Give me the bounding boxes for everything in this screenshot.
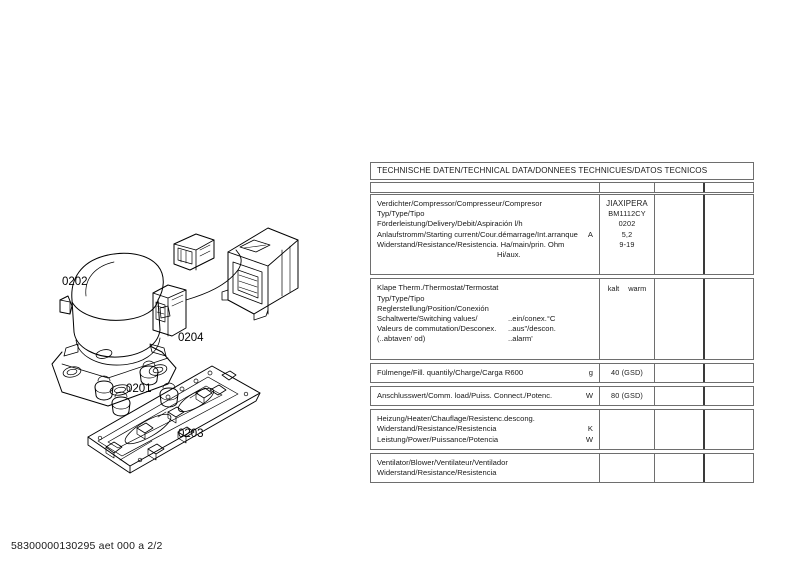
- blower-col-last: [705, 454, 753, 482]
- relay-plug-drawing: [173, 233, 215, 271]
- compressor-values: JIAXIPERA BM1112CY 0202 5,2 9-19: [600, 195, 655, 275]
- table-header-strip: [370, 182, 754, 193]
- table-title-block: TECHNISCHE DATEN/TECHNICAL DATA/DONNEES …: [370, 162, 754, 180]
- connected-load-description: Anschlusswert/Comm. load/Puiss. Connect.…: [371, 387, 600, 406]
- thermostat-switch-off: ..aus"/descon.: [508, 324, 556, 334]
- part-label-0201: 0201: [126, 383, 152, 395]
- parts-drawing-svg: 0202 0201 0204 0203: [51, 227, 299, 474]
- heater-col-last: [705, 410, 753, 449]
- compressor-line-5: Widerstand/Resistance/Resistencia. Ha/ma…: [377, 239, 565, 249]
- connected-load-value-cell: 80 (GSD): [600, 387, 655, 406]
- thermostat-switch-on: ..ein/conex.°C: [508, 314, 556, 324]
- heater-line-3-unit: W: [585, 434, 593, 444]
- compressor-aux-text: Hi/aux.: [497, 250, 521, 260]
- thermostat-line-2: Typ/Type/Tipo: [377, 293, 425, 303]
- fill-quantity-value-cell: 40 (GSD): [600, 363, 655, 383]
- header-strip-desc: [371, 183, 600, 192]
- compressor-description: Verdichter/Compressor/Compresseur/Compre…: [371, 195, 600, 275]
- blower-col-mid: [655, 453, 705, 483]
- exploded-parts-diagram: 0202 0201 0204 0203: [0, 0, 360, 520]
- fill-quantity-value: 40 (GSD): [610, 367, 644, 377]
- compressor-col-mid: [655, 195, 705, 275]
- starter-cover-drawing: [221, 227, 299, 321]
- header-strip-last: [705, 183, 753, 192]
- thermostat-values: kalt warm: [600, 279, 655, 359]
- document-footer-id: 58300000130295 aet 000 a 2/2: [11, 540, 163, 552]
- technical-data-table: TECHNISCHE DATEN/TECHNICAL DATA/DONNEES …: [370, 162, 754, 486]
- compressor-part-drawing: [51, 252, 177, 407]
- blower-line-1: Ventilator/Blower/Ventilateur/Ventilador: [377, 457, 508, 467]
- compressor-line-1: Verdichter/Compressor/Compresseur/Compre…: [377, 199, 543, 208]
- connected-load-unit: W: [585, 391, 593, 401]
- part-label-0203: 0203: [178, 428, 204, 440]
- thermostat-line-5: Valeurs de commutation/Desconex. ..aus"/…: [377, 324, 595, 334]
- fill-quantity-line: Fülmenge/Fill. quantily/Charge/Carga R60…: [377, 368, 595, 378]
- row-connected-load: Anschlusswert/Comm. load/Puiss. Connect.…: [370, 386, 754, 407]
- thermostat-spacer: [377, 345, 595, 355]
- thermostat-value-pair: kalt warm: [602, 284, 652, 294]
- thermostat-line-4-text: Schaltwerte/Switching values/: [377, 314, 478, 324]
- compressor-line-4-unit: A: [587, 229, 593, 239]
- row-thermostat: Klape Therm./Thermostat/Termostat Typ/Ty…: [370, 278, 754, 360]
- heater-col-mid: [655, 410, 705, 449]
- blower-value-cell: [600, 453, 655, 483]
- fill-quantity-unit: g: [588, 367, 593, 377]
- thermostat-line-4: Schaltwerte/Switching values/ ..ein/cone…: [377, 314, 595, 324]
- compressor-line-3: Förderleistung/Delivery/Debit/Aspiración…: [377, 219, 523, 229]
- thermostat-line-3: Reglerstellung/Position/Conexión: [377, 303, 489, 313]
- mounting-rail-drawing: [87, 365, 261, 474]
- connected-load-col-last: [705, 387, 753, 405]
- compressor-value-brand: JIAXIPERA: [606, 199, 648, 208]
- thermostat-col-last: [705, 279, 753, 358]
- thermostat-value-warm: warm: [628, 284, 647, 294]
- header-strip-value: [600, 183, 655, 192]
- compressor-value-type: BM1112CY: [608, 209, 646, 219]
- connected-load-label: Anschlusswert/Comm. load/Puiss. Connect.…: [377, 391, 553, 401]
- compressor-line-2: Typ/Type/Tipo: [377, 209, 425, 219]
- compressor-value-delivery: 0202: [618, 219, 636, 229]
- compressor-line-4-text: Anlaufstromm/Starting current/Cour.démar…: [377, 229, 578, 239]
- part-label-0202: 0202: [62, 276, 88, 288]
- thermostat-value-cold: kalt: [607, 284, 620, 294]
- compressor-line-4: Anlaufstromm/Starting current/Cour.démar…: [377, 230, 595, 240]
- thermostat-description: Klape Therm./Thermostat/Termostat Typ/Ty…: [371, 279, 600, 359]
- compressor-value-current: 5,2: [621, 229, 633, 239]
- connected-load-col-mid: [655, 387, 705, 406]
- blower-line-2: Widerstand/Resistance/Resistencia: [377, 468, 497, 478]
- fill-quantity-label: Fülmenge/Fill. quantily/Charge/Carga R60…: [377, 367, 524, 377]
- thermostat-switch-alarm: ..alarm': [508, 334, 533, 344]
- heater-line-1: Heizung/Heater/Chauflage/Resistenc.desco…: [377, 414, 535, 424]
- header-strip-mid: [655, 183, 705, 192]
- thermostat-part-drawing: [152, 249, 242, 337]
- connected-load-value: 80 (GSD): [610, 391, 644, 401]
- row-blower: Ventilator/Blower/Ventilateur/Ventilador…: [370, 452, 754, 484]
- thermostat-line-6-text: (..abtaven' od): [377, 334, 426, 344]
- compressor-line-6: Hi/aux.: [377, 250, 595, 260]
- heater-line-3-text: Leistung/Power/Puissance/Potencia: [377, 434, 499, 444]
- table-title: TECHNISCHE DATEN/TECHNICAL DATA/DONNEES …: [377, 166, 708, 175]
- row-heater: Heizung/Heater/Chauflage/Resistenc.desco…: [370, 409, 754, 450]
- blower-description: Ventilator/Blower/Ventilateur/Ventilador…: [371, 453, 600, 483]
- heater-line-2: Widerstand/Resistance/Resistencia K: [377, 424, 595, 434]
- thermostat-line-5-text: Valeurs de commutation/Desconex.: [377, 324, 497, 334]
- compressor-spacer: [377, 260, 595, 270]
- compressor-col-last: [705, 195, 753, 274]
- row-fill-quantity: Fülmenge/Fill. quantily/Charge/Carga R60…: [370, 362, 754, 384]
- heater-line-3: Leistung/Power/Puissance/Potencia W: [377, 435, 595, 445]
- thermostat-col-mid: [655, 279, 705, 359]
- heater-line-2-unit: K: [587, 424, 593, 434]
- thermostat-line-1: Klape Therm./Thermostat/Termostat: [377, 283, 499, 293]
- heater-description: Heizung/Heater/Chauflage/Resistenc.desco…: [371, 410, 600, 449]
- fill-quantity-description: Fülmenge/Fill. quantily/Charge/Carga R60…: [371, 363, 600, 383]
- fill-quantity-col-last: [705, 364, 753, 382]
- fill-quantity-col-mid: [655, 363, 705, 383]
- compressor-value-resistance: 9-19: [619, 239, 635, 249]
- connected-load-line: Anschlusswert/Comm. load/Puiss. Connect.…: [377, 391, 595, 401]
- heater-value-cell: [600, 410, 655, 449]
- thermostat-line-6: (..abtaven' od) ..alarm': [377, 334, 595, 344]
- part-label-0204: 0204: [178, 332, 204, 344]
- heater-line-2-text: Widerstand/Resistance/Resistencia: [377, 424, 497, 434]
- row-compressor: Verdichter/Compressor/Compresseur/Compre…: [370, 194, 754, 276]
